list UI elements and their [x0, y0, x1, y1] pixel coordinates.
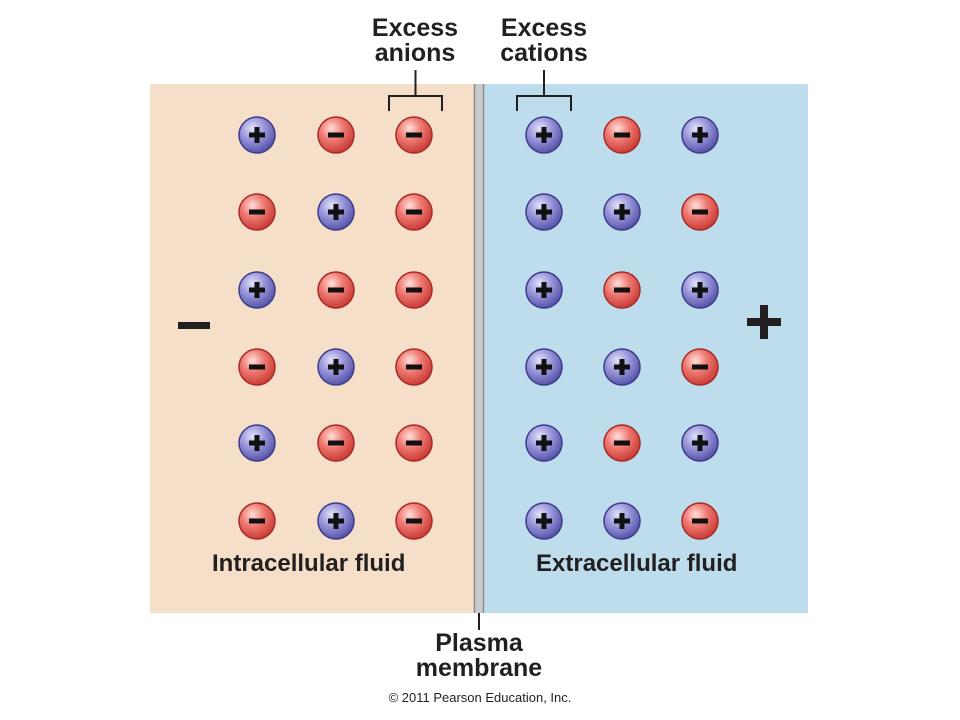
cation-ion — [603, 193, 641, 231]
cation-ion — [603, 502, 641, 540]
cation-ion — [681, 271, 719, 309]
cation-ion — [525, 348, 563, 386]
plasma-membrane-label: Plasma membrane — [399, 631, 559, 681]
anion-ion — [395, 271, 433, 309]
cation-ion — [525, 424, 563, 462]
anion-ion — [317, 271, 355, 309]
cation-ion — [317, 502, 355, 540]
cation-ion — [238, 271, 276, 309]
plasma-membrane-line-2: membrane — [415, 654, 543, 682]
cation-ion — [525, 193, 563, 231]
cation-ion — [525, 116, 563, 154]
cation-ion — [317, 193, 355, 231]
anion-ion — [395, 502, 433, 540]
cation-ion — [603, 348, 641, 386]
anion-ion — [317, 116, 355, 154]
extracellular-ions — [525, 116, 719, 540]
cation-ion — [525, 271, 563, 309]
copyright-notice: © 2011 Pearson Education, Inc. — [388, 690, 572, 705]
intracellular-fluid-label: Intracellular fluid — [212, 550, 406, 577]
positive-side-plus-icon — [747, 305, 781, 339]
plasma-membrane-line-1: Plasma — [435, 629, 523, 657]
cation-ion — [681, 424, 719, 462]
anion-ion — [603, 271, 641, 309]
cation-ion — [681, 116, 719, 154]
cation-ion — [525, 502, 563, 540]
anion-ion — [238, 502, 276, 540]
anion-ion — [317, 424, 355, 462]
side-charges — [178, 305, 781, 339]
intracellular-ions — [238, 116, 433, 540]
excess-anions-line-1: Excess — [371, 14, 459, 42]
cation-ion — [238, 424, 276, 462]
excess-cations-line-1: Excess — [500, 14, 588, 42]
extracellular-fluid-label: Extracellular fluid — [536, 550, 738, 577]
plasma-membrane — [474, 84, 484, 613]
excess-cations-bracket — [516, 70, 572, 111]
excess-anions-label: Excess anions — [355, 16, 475, 66]
excess-anions-line-2: anions — [374, 39, 456, 67]
anion-ion — [395, 348, 433, 386]
anion-ion — [681, 348, 719, 386]
anion-ion — [395, 424, 433, 462]
excess-anions-bracket — [388, 70, 443, 111]
anion-ion — [238, 193, 276, 231]
anion-ion — [603, 424, 641, 462]
anion-ion — [603, 116, 641, 154]
anion-ion — [238, 348, 276, 386]
excess-cations-line-2: cations — [500, 39, 588, 67]
anion-ion — [395, 193, 433, 231]
anion-ion — [681, 502, 719, 540]
anion-ion — [395, 116, 433, 154]
negative-side-minus-icon — [178, 322, 210, 329]
cation-ion — [238, 116, 276, 154]
anion-ion — [681, 193, 719, 231]
excess-cations-label: Excess cations — [484, 16, 604, 66]
cation-ion — [317, 348, 355, 386]
